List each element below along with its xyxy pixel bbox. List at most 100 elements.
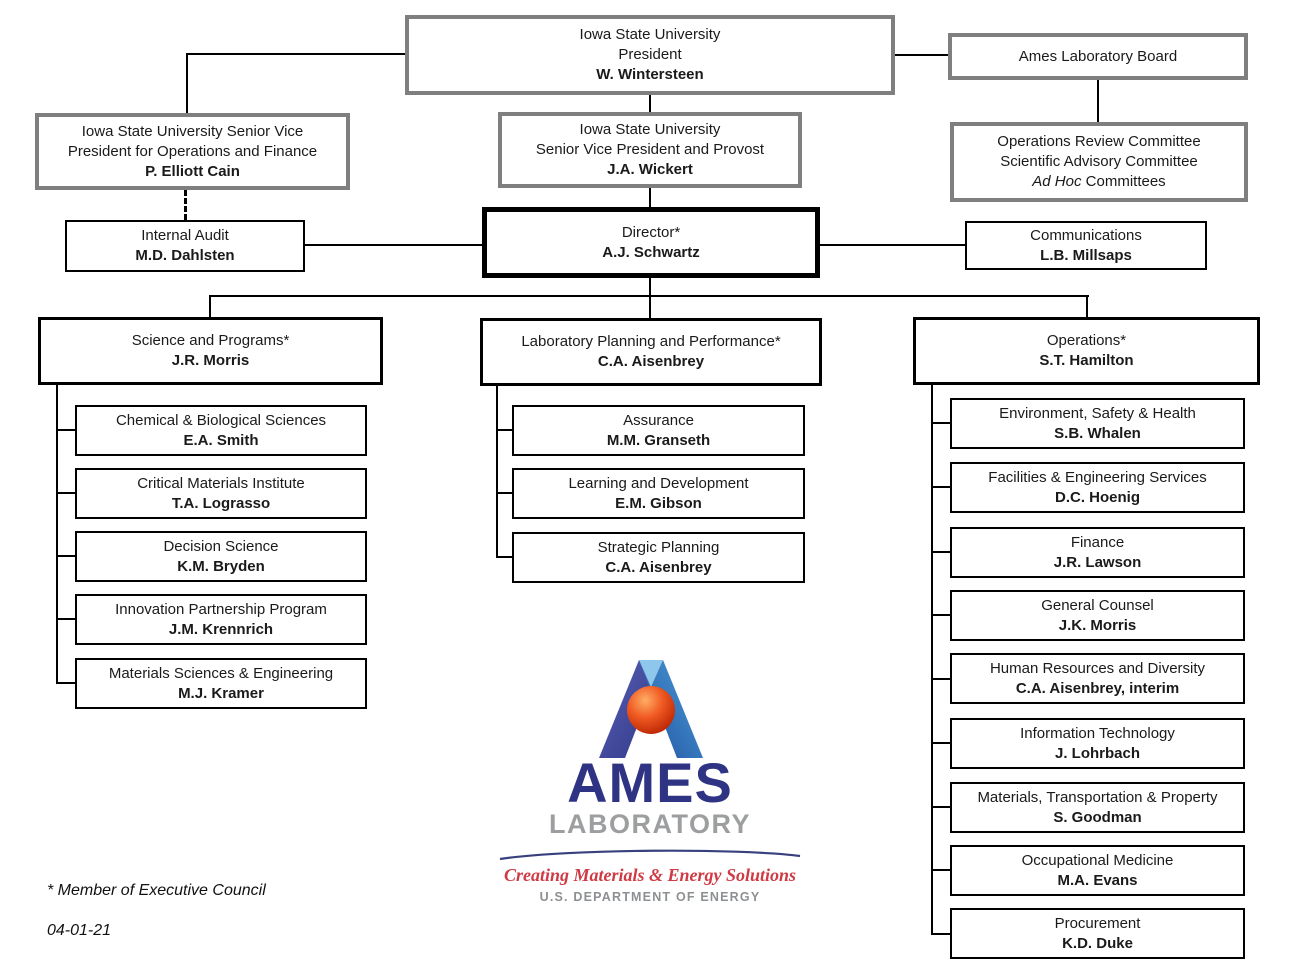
box-person-name: M.A. Evans — [1057, 871, 1138, 889]
connector-operations-stub-2 — [931, 486, 950, 488]
box-person-name: T.A. Lograsso — [171, 494, 271, 512]
connector-operations-stub-5 — [931, 678, 950, 680]
connector-operations-stub-7 — [931, 806, 950, 808]
box-title-line: Learning and Development — [568, 474, 749, 492]
org-box-committees: Operations Review Committee Scientific A… — [950, 122, 1248, 202]
box-title-line: Scientific Advisory Committee — [1000, 153, 1198, 170]
connector-science-stub-4 — [56, 618, 75, 620]
org-box-laboratory-planning: Laboratory Planning and Performance* C.A… — [480, 318, 822, 386]
box-person-name: A.J. Schwartz — [602, 243, 700, 261]
org-box-materials-transportation-property: Materials, Transportation & Property S. … — [950, 782, 1245, 833]
connector-board-to-committees — [1097, 80, 1099, 122]
org-box-director: Director* A.J. Schwartz — [482, 207, 820, 278]
box-title-line: Strategic Planning — [597, 538, 720, 556]
box-title-line: Finance — [1070, 533, 1125, 551]
box-person-name: W. Wintersteen — [596, 66, 704, 83]
connector-operations-stub-3 — [931, 551, 950, 553]
connector-operations-stub-9 — [931, 933, 950, 935]
box-title-line: Information Technology — [1020, 724, 1175, 742]
org-box-occupational-medicine: Occupational Medicine M.A. Evans — [950, 845, 1245, 896]
box-person-name: J.M. Krennrich — [168, 620, 274, 638]
box-person-name: C.A. Aisenbrey, interim — [1015, 679, 1180, 697]
box-person-name: E.A. Smith — [183, 431, 259, 449]
connector-science-stub-5 — [56, 682, 75, 684]
org-box-innovation-partnership-program: Innovation Partnership Program J.M. Kren… — [75, 594, 367, 645]
connector-operations-stub-1 — [931, 422, 950, 424]
connector-director-drop — [649, 278, 651, 297]
box-title-line: Facilities & Engineering Services — [988, 468, 1207, 486]
ames-a-logo-mark-icon — [599, 660, 703, 758]
box-person-name: J.R. Morris — [171, 352, 250, 369]
footnote-date: 04-01-21 — [47, 922, 112, 939]
box-title-line: President for Operations and Finance — [67, 142, 318, 160]
org-box-critical-materials-institute: Critical Materials Institute T.A. Logras… — [75, 468, 367, 519]
connector-operations-trunk — [931, 385, 933, 934]
connector-planning-stub-1 — [496, 429, 512, 431]
org-box-environment-safety-health: Environment, Safety & Health S.B. Whalen — [950, 398, 1245, 449]
connector-science-stub-3 — [56, 555, 75, 557]
box-title-line: Operations Review Committee — [997, 133, 1201, 150]
org-box-science-and-programs: Science and Programs* J.R. Morris — [38, 317, 383, 385]
connector-planning-trunk — [496, 386, 498, 558]
connector-planning-stub-3 — [496, 556, 512, 558]
box-title-line: Internal Audit — [141, 227, 229, 244]
org-box-chemical-biological-sciences: Chemical & Biological Sciences E.A. Smit… — [75, 405, 367, 456]
box-person-name: J.R. Lawson — [1053, 553, 1142, 571]
box-title-line: Iowa State University — [579, 121, 721, 138]
footnote-executive-council: * Member of Executive Council — [47, 882, 266, 899]
org-box-finance: Finance J.R. Lawson — [950, 527, 1245, 578]
org-box-ames-laboratory-board: Ames Laboratory Board — [948, 33, 1248, 80]
box-title-line: Laboratory Planning and Performance* — [521, 333, 781, 350]
box-title-line: Procurement — [1054, 914, 1141, 932]
box-title-line: Science and Programs* — [131, 332, 290, 349]
org-box-operations: Operations* S.T. Hamilton — [913, 317, 1260, 385]
connector-svp-to-internal-audit-dashed — [184, 190, 187, 220]
box-person-name: M.J. Kramer — [178, 684, 264, 702]
org-box-human-resources-diversity: Human Resources and Diversity C.A. Aisen… — [950, 653, 1245, 704]
box-person-name: J.A. Wickert — [607, 161, 693, 178]
box-title-line: General Counsel — [1041, 596, 1154, 614]
box-title-line: Environment, Safety & Health — [999, 404, 1196, 422]
connector-planning-stub-2 — [496, 492, 512, 494]
box-title-line: Assurance — [623, 411, 694, 429]
org-box-president: Iowa State University President W. Winte… — [405, 15, 895, 95]
connector-president-to-board — [895, 54, 948, 56]
box-title-line: President — [618, 46, 682, 63]
box-title-line: Innovation Partnership Program — [115, 600, 327, 618]
box-title-line: Director* — [621, 223, 681, 241]
box-person-name: S.B. Whalen — [1054, 424, 1141, 442]
connector-operations-stub-6 — [931, 742, 950, 744]
logo-swoosh-icon — [499, 849, 801, 861]
box-title-line: Operations* — [1046, 332, 1127, 349]
org-box-learning-and-development: Learning and Development E.M. Gibson — [512, 468, 805, 519]
connector-science-stub-1 — [56, 429, 75, 431]
box-person-name: S. Goodman — [1053, 808, 1142, 826]
org-box-strategic-planning: Strategic Planning C.A. Aisenbrey — [512, 532, 805, 583]
box-person-name: S.T. Hamilton — [1039, 352, 1134, 369]
connector-president-to-provost — [649, 95, 651, 113]
box-title-line: Iowa State University Senior Vice — [81, 122, 304, 140]
org-box-assurance: Assurance M.M. Granseth — [512, 405, 805, 456]
box-title-line: Chemical & Biological Sciences — [115, 411, 327, 429]
box-person-name: M.M. Granseth — [606, 431, 711, 449]
connector-internal-audit-to-director — [305, 244, 482, 246]
box-person-name: D.C. Hoenig — [1055, 488, 1140, 506]
org-box-general-counsel: General Counsel J.K. Morris — [950, 590, 1245, 641]
box-person-name: K.M. Bryden — [177, 557, 265, 575]
logo-wordmark-laboratory: LABORATORY — [549, 809, 751, 839]
box-person-name: C.A. Aisenbrey — [605, 558, 712, 576]
connector-science-trunk — [56, 385, 58, 684]
org-box-materials-sciences-engineering: Materials Sciences & Engineering M.J. Kr… — [75, 658, 367, 709]
box-person-name: J. Lohrbach — [1054, 744, 1140, 762]
box-title-line: Ames Laboratory Board — [1018, 47, 1178, 65]
box-title-line: Ad Hoc Committees — [1032, 172, 1165, 192]
org-box-internal-audit: Internal Audit M.D. Dahlsten — [65, 220, 305, 272]
box-title-line: Iowa State University — [579, 26, 721, 43]
org-box-provost: Iowa State University Senior Vice Presid… — [498, 112, 802, 188]
box-person-name: M.D. Dahlsten — [135, 247, 235, 264]
box-title-line: Decision Science — [163, 537, 279, 555]
connector-operations-stub-4 — [931, 614, 950, 616]
connector-svp-drop — [186, 53, 188, 113]
connector-science-drop — [209, 295, 211, 317]
